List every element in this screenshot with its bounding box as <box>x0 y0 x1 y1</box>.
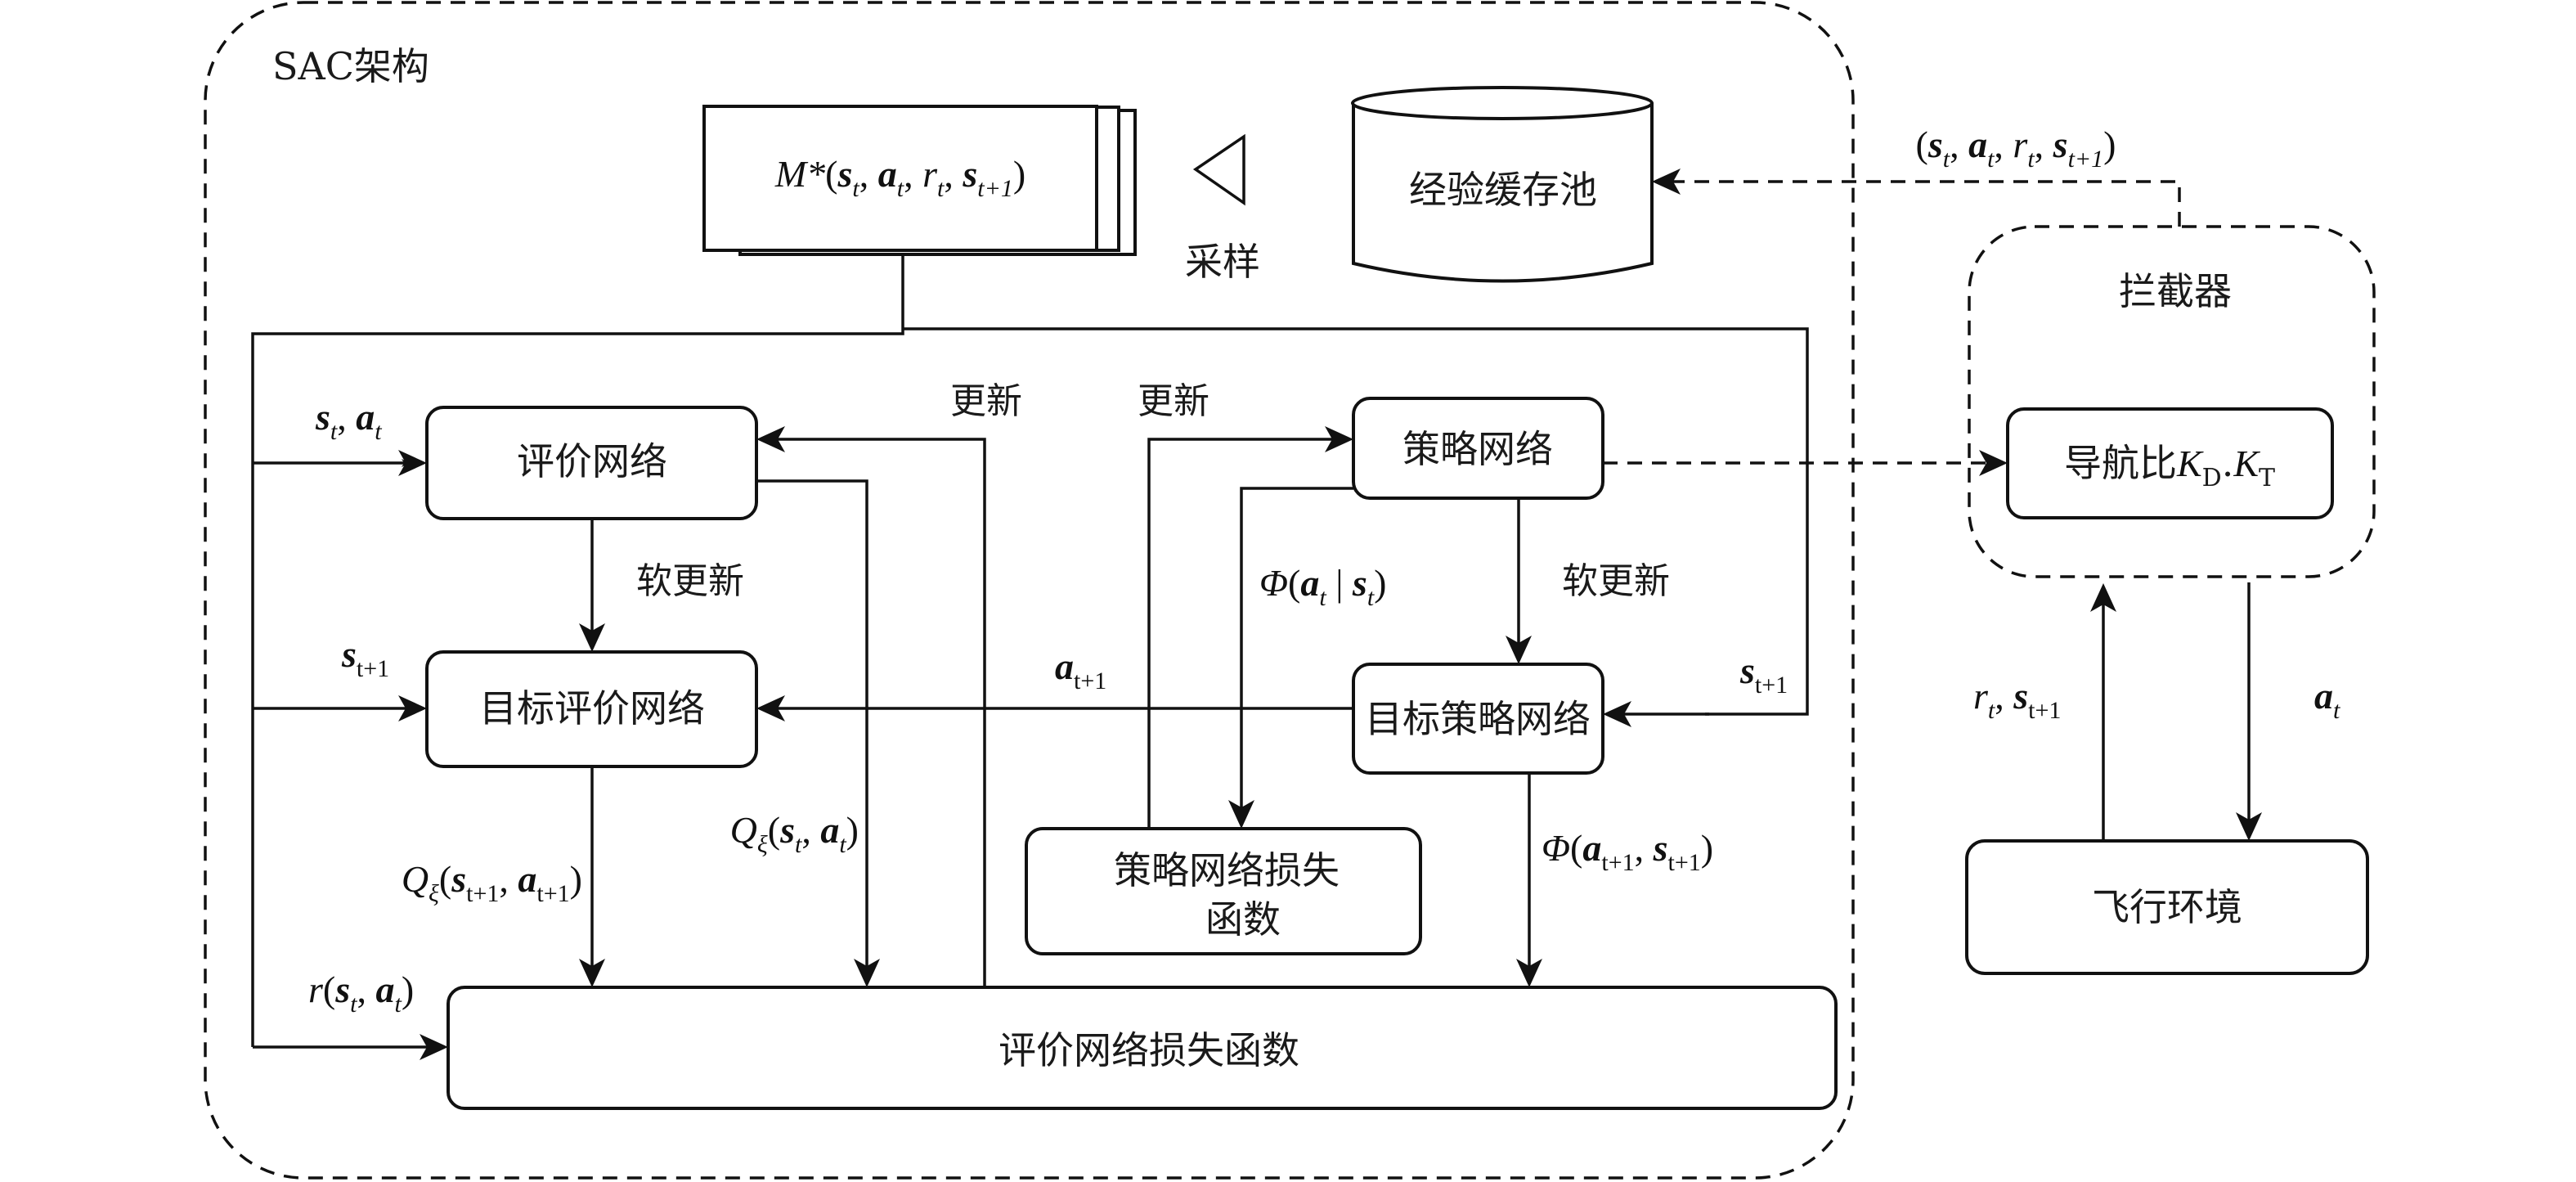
phi-target-label: Φ(at+1, st+1) <box>1542 827 1713 876</box>
policy-loss-line1: 策略网络损失 <box>1114 848 1340 892</box>
guidance-ratio-label: 导航比KD.KT <box>2064 441 2275 492</box>
policy-soft-update-label: 软更新 <box>1562 560 1670 602</box>
interceptor-label: 拦截器 <box>2119 269 2232 313</box>
transition-label: (st, at, rt, st+1) <box>1916 124 2116 173</box>
sample-bus <box>251 254 904 1047</box>
policy-update-label: 更新 <box>1138 380 1209 422</box>
reward-label: r(st, at) <box>308 969 414 1018</box>
env-feedback-label: rt, st+1 <box>1973 675 2061 724</box>
phi-policy-label: Φ(at | st) <box>1259 562 1387 611</box>
env-action-label: at <box>2314 675 2340 724</box>
guidance-ratio-box <box>2006 407 2334 519</box>
transition-edge <box>1660 180 2181 227</box>
target-policy-input-label: st+1 <box>1739 649 1788 699</box>
critic-loss-box <box>447 986 1838 1110</box>
target-critic-label: 目标评价网络 <box>479 686 705 730</box>
policy-network <box>1352 397 1604 500</box>
replay-sample-stack: M*(st, at, rt, st+1) <box>702 105 1137 256</box>
critic-soft-update-label: 软更新 <box>636 560 744 602</box>
policy-loss-box <box>1025 827 1422 955</box>
q-current-label: Qξ(st, at) <box>730 809 859 858</box>
critic-update-label: 更新 <box>950 380 1022 422</box>
interceptor-container <box>1968 225 2376 578</box>
target-policy-network <box>1352 663 1604 775</box>
critic-network-label: 评价网络 <box>517 439 667 483</box>
flight-environment-label: 飞行环境 <box>2092 885 2242 929</box>
q-target-label: Qξ(st+1, at+1) <box>402 858 582 907</box>
replay-buffer: 经验缓存池 <box>1351 86 1654 283</box>
target-critic-input-label: st+1 <box>341 633 389 682</box>
flight-environment-box <box>1965 839 2369 975</box>
policy-network-label: 策略网络 <box>1402 427 1553 471</box>
critic-input-label: st, at <box>315 396 382 445</box>
replay-sample-label: M*(st, at, rt, st+1) <box>774 153 1025 202</box>
sample-label: 采样 <box>1185 240 1260 284</box>
replay-buffer-label: 经验缓存池 <box>1409 168 1597 212</box>
policy-loss-line2: 函数 <box>1205 897 1281 942</box>
critic-loss-label: 评价网络损失函数 <box>999 1028 1299 1072</box>
at1-label: at+1 <box>1055 645 1106 694</box>
target-policy-label: 目标策略网络 <box>1365 697 1591 741</box>
sac-container <box>204 1 1855 1180</box>
sac-title: SAC架构 <box>272 44 429 88</box>
sample-triangle-icon <box>1192 133 1245 206</box>
